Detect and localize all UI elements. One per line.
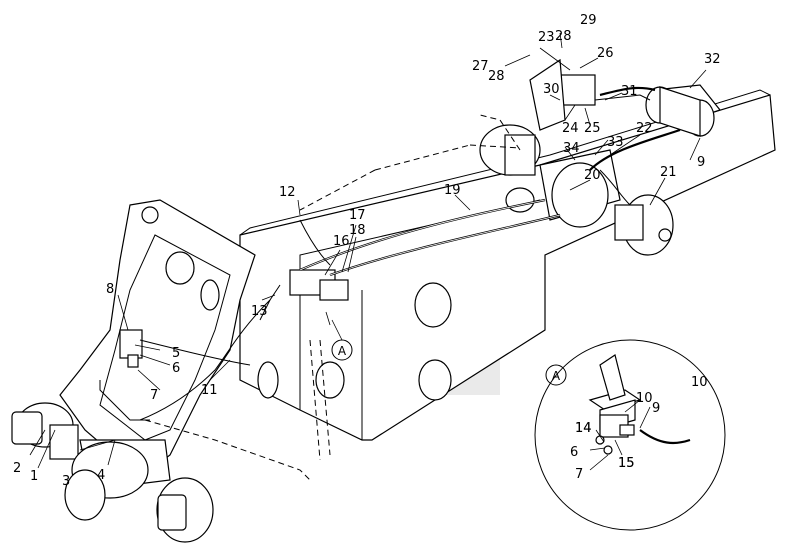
callout-label: 7 xyxy=(150,388,158,403)
callout-label: 4 xyxy=(97,468,105,483)
callout-label: 8 xyxy=(106,282,114,297)
callout-label: 13 xyxy=(251,304,268,319)
callout-label: 27 xyxy=(472,59,489,74)
callout-label: 2 xyxy=(13,461,21,476)
callout-label: 14 xyxy=(575,421,592,436)
callout-label: 1 xyxy=(30,469,38,484)
callout-label: 16 xyxy=(333,234,350,249)
callout-label: 17 xyxy=(349,208,366,223)
loader-arm xyxy=(59,199,256,471)
callout-label: 29 xyxy=(580,13,597,28)
detail-a-labels: A 14 6 7 15 10 9 xyxy=(545,364,660,482)
callout-labels: 1 2 3 4 5 6 7 8 9 10 11 12 13 14 15 16 1… xyxy=(13,13,721,489)
callout-label: 28 xyxy=(488,69,505,84)
detail-marker-letter: A xyxy=(338,344,347,358)
callout-label: 31 xyxy=(621,84,638,99)
callout-label: 22 xyxy=(636,121,653,136)
detail-callout-label: 6 xyxy=(570,445,578,460)
brake-lines xyxy=(99,86,681,421)
callout-label: 5 xyxy=(172,346,180,361)
callout-label: 11 xyxy=(201,383,218,398)
callout-label: 33 xyxy=(607,135,624,150)
hidden-lines xyxy=(144,114,521,481)
detail-callout-label: 7 xyxy=(575,467,583,482)
callout-label: 30 xyxy=(543,82,560,97)
callout-label: 10 xyxy=(691,375,708,390)
detail-callout-label: 9 xyxy=(652,401,660,416)
callout-label: 6 xyxy=(172,361,180,376)
callout-label: 25 xyxy=(584,121,601,136)
callout-label: 3 xyxy=(62,474,70,489)
callout-label: 15 xyxy=(618,456,635,471)
callout-label: 26 xyxy=(597,46,614,61)
callout-label: 21 xyxy=(660,165,677,180)
callout-label: 34 xyxy=(563,141,580,156)
callout-label: 24 xyxy=(562,121,579,136)
detail-letter: A xyxy=(552,369,561,383)
detail-callout-label: 10 xyxy=(636,391,653,406)
detail-callout-label: 15 xyxy=(618,456,635,471)
callout-label: 28 xyxy=(555,29,572,44)
detail-callout-label: 14 xyxy=(575,421,592,436)
callout-label: 20 xyxy=(584,168,601,183)
callout-label: 12 xyxy=(279,185,296,200)
air-tank xyxy=(505,58,722,213)
callout-leaders xyxy=(29,32,707,471)
callout-label: 18 xyxy=(349,223,366,238)
brake-valve xyxy=(119,269,349,399)
detail-view-a xyxy=(534,339,726,531)
detail-marker-a: A xyxy=(325,311,353,361)
callout-label: 9 xyxy=(697,155,705,170)
callout-label: 32 xyxy=(704,52,721,67)
callout-label: 23 xyxy=(538,30,555,45)
callout-label: 19 xyxy=(444,183,461,198)
